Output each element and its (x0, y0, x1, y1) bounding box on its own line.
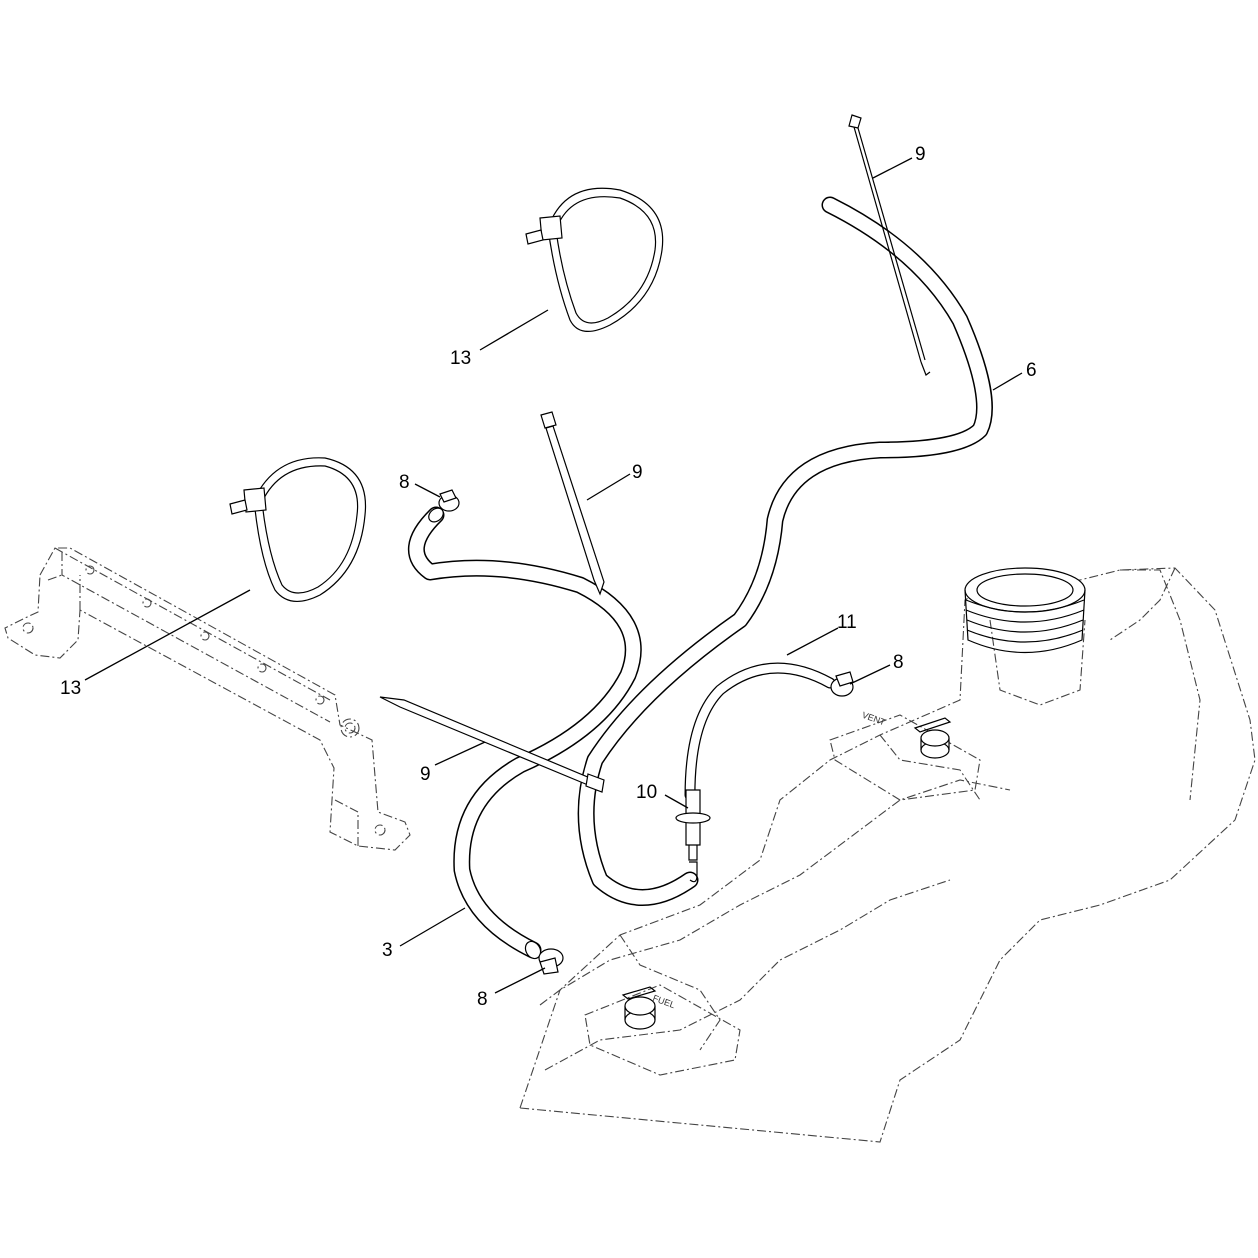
cable-tie-middle (540, 411, 605, 596)
fuel-hose (407, 506, 642, 960)
callout-8-hose-clamp-bottom: 8 (477, 989, 488, 1010)
cable-tie-top (848, 114, 931, 376)
callout-9-cable-tie-middle: 9 (632, 462, 643, 483)
short-hose (684, 662, 836, 801)
callout-8-hose-clamp-right: 8 (893, 652, 904, 673)
callout-9-cable-tie-lower: 9 (420, 764, 431, 785)
cable-tie-lower (379, 696, 605, 793)
hose-coupler (675, 789, 711, 883)
hose-clamp-upper (438, 489, 460, 512)
vent-hose (577, 196, 993, 906)
callout-6-vent-hose: 6 (1026, 360, 1037, 381)
mounting-bracket-phantom (4, 547, 411, 851)
hose-clamp-bottom (538, 948, 564, 975)
large-cable-tie-left (229, 457, 367, 602)
leader-lines (84, 157, 1023, 994)
callout-9-cable-tie-top: 9 (915, 144, 926, 165)
fuel-tank-phantom: VENT FUEL (519, 567, 1256, 1143)
callout-13-large-cable-tie-left: 13 (60, 678, 81, 699)
callout-13-large-cable-tie-top: 13 (450, 348, 471, 369)
callout-8-hose-clamp-upper: 8 (399, 472, 410, 493)
hose-clamp-right (830, 671, 854, 697)
callout-10-hose-coupler: 10 (636, 782, 657, 803)
vent-label: VENT (861, 710, 887, 728)
callout-labels: 9 13 6 8 9 11 8 13 9 10 3 8 (60, 144, 1037, 1010)
callout-11-short-hose: 11 (837, 612, 857, 633)
callout-3-fuel-hose: 3 (382, 940, 393, 961)
large-cable-tie-top (525, 187, 664, 332)
